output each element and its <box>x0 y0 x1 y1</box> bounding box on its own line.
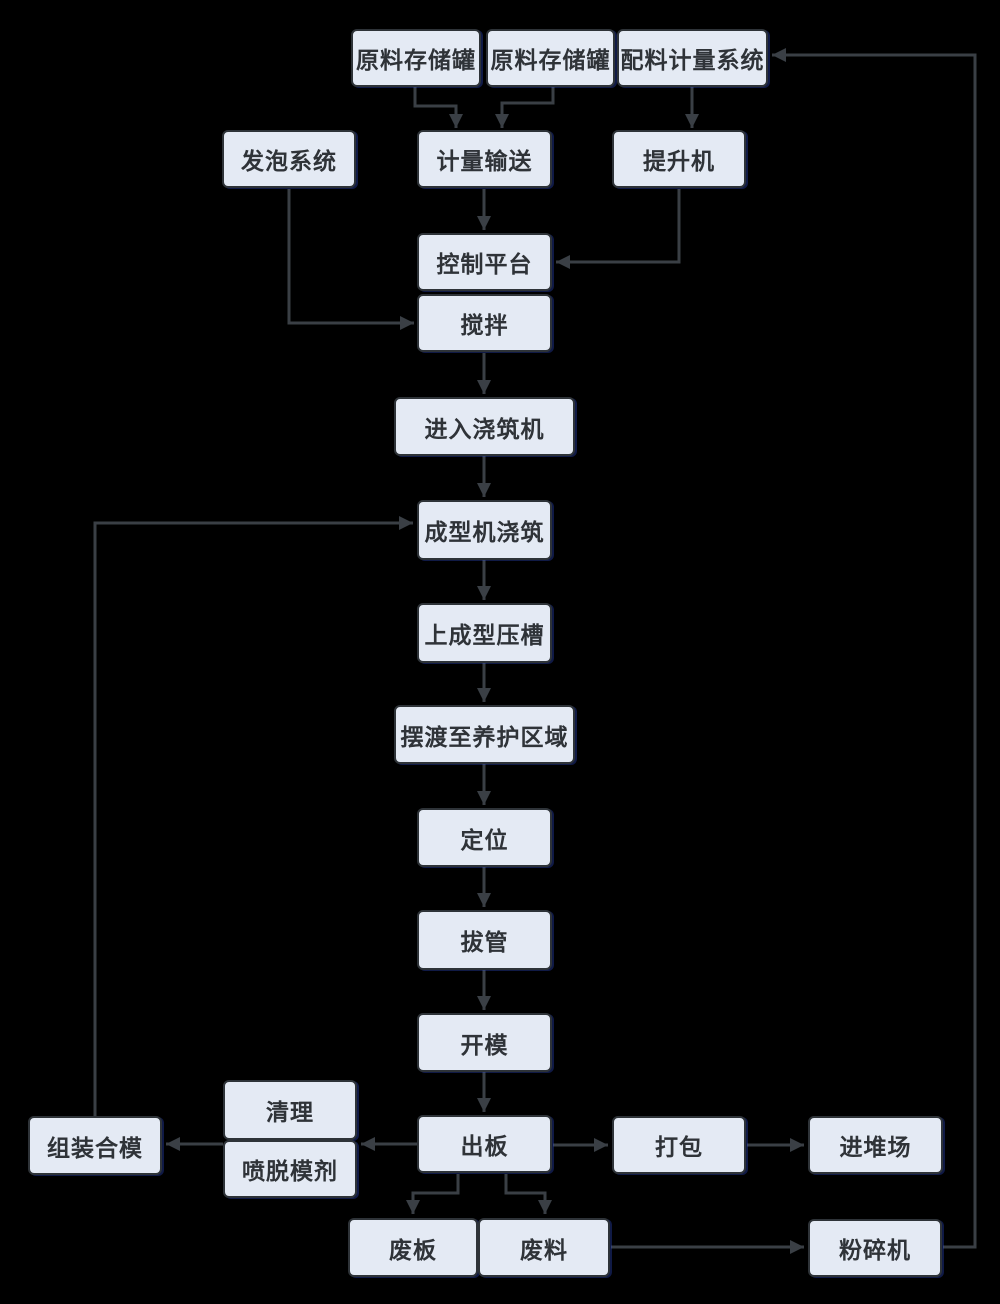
flow-node-cleaning: 清理 <box>223 1080 357 1140</box>
flow-node-forming-machine-pouring: 成型机浇筑 <box>417 500 552 560</box>
flow-node-upper-forming-press-groove: 上成型压槽 <box>417 603 552 663</box>
flow-node-crusher: 粉碎机 <box>808 1219 942 1277</box>
flow-node-hoist: 提升机 <box>612 130 746 188</box>
edge-tank2-to-metering <box>495 87 555 128</box>
flow-node-into-stack-yard: 进堆场 <box>808 1116 943 1174</box>
edge-tank1-to-metering <box>413 87 463 128</box>
flow-node-positioning: 定位 <box>417 808 552 867</box>
flow-node-foaming-system: 发泡系统 <box>222 130 356 188</box>
flow-node-mixing: 搅拌 <box>417 294 552 352</box>
flow-node-raw-material-tank-2: 原料存储罐 <box>486 29 615 87</box>
edge-assembly-to-forming-loop <box>93 516 413 1116</box>
flow-node-enter-pouring-machine: 进入浇筑机 <box>394 397 575 456</box>
edge-foaming-to-mixing <box>287 189 414 330</box>
edge-crusher-to-batching-loop <box>772 48 977 1249</box>
flow-node-board-out: 出板 <box>417 1115 552 1173</box>
flow-node-metering-conveying: 计量输送 <box>417 130 552 188</box>
flow-node-waste-material: 废料 <box>478 1218 610 1277</box>
flow-node-packing: 打包 <box>612 1116 746 1174</box>
flow-node-assemble-close-mold: 组装合模 <box>28 1116 162 1175</box>
flow-node-batching-metering-system: 配料计量系统 <box>617 29 768 87</box>
flow-node-raw-material-tank-1: 原料存储罐 <box>351 29 481 87</box>
flow-node-ferry-to-curing-area: 摆渡至养护区域 <box>394 705 575 764</box>
flow-node-waste-board: 废板 <box>348 1218 478 1277</box>
flow-node-spray-release-agent: 喷脱模剂 <box>223 1140 357 1198</box>
flow-node-tube-pulling: 拔管 <box>417 910 552 970</box>
edge-board-out-to-waste-board <box>406 1174 460 1214</box>
edge-hoist-to-control <box>556 189 681 269</box>
edge-board-out-to-waste-material <box>504 1174 552 1214</box>
flow-node-mold-opening: 开模 <box>417 1013 552 1072</box>
flow-node-control-platform: 控制平台 <box>417 233 552 291</box>
